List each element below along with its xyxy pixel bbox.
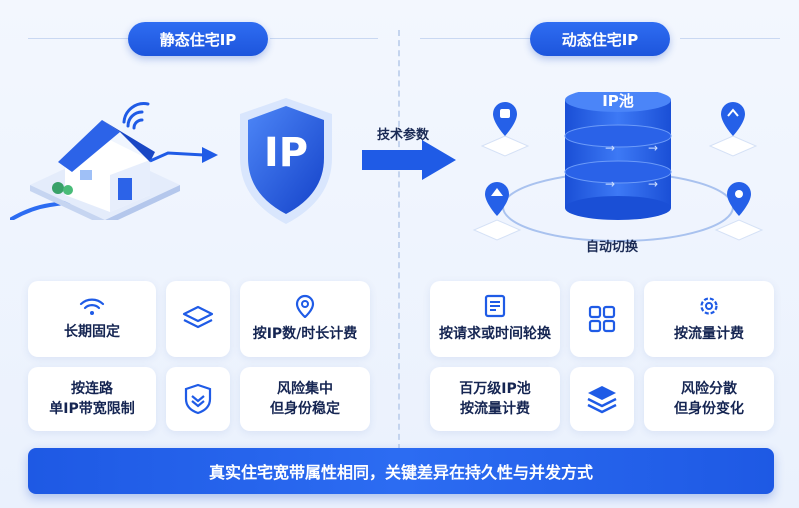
- svg-text:→: →: [648, 141, 658, 155]
- card-label: 长期固定: [64, 324, 120, 340]
- wifi-signal-icon: [120, 96, 160, 136]
- card-label: 按请求或时间轮换: [439, 326, 551, 342]
- card-icon-layers: [166, 281, 230, 357]
- card-billing-by-ip: 按IP数/时长计费: [240, 281, 370, 357]
- pin-tile-icon: [706, 98, 760, 160]
- tech-params-label: 技术参数: [377, 128, 430, 143]
- grid-icon: [588, 305, 616, 333]
- card-icon-shield: [166, 367, 230, 431]
- card-risk-concentrated: 风险集中 但身份稳定: [240, 367, 370, 431]
- pin-tile-icon: [470, 178, 524, 244]
- card-traffic-billing: 按流量计费: [644, 281, 774, 357]
- card-icon-grid: [570, 281, 634, 357]
- location-pin-icon: [295, 294, 315, 318]
- ip-pool-label: IP池: [602, 92, 634, 110]
- left-header-line: [28, 38, 138, 39]
- big-arrow-right-icon: [362, 138, 458, 182]
- card-million-ip-pool: 百万级IP池 按流量计费: [430, 367, 560, 431]
- card-label: 按流量计费: [674, 326, 744, 342]
- section-divider: [398, 30, 400, 450]
- svg-text:→: →: [605, 141, 615, 155]
- left-header-line: [270, 38, 378, 39]
- card-bandwidth-limit: 按连路 单IP带宽限制: [28, 367, 156, 431]
- shield-ip-text: IP: [263, 130, 309, 176]
- layers-icon: [586, 383, 618, 415]
- static-ip-title: 静态住宅IP: [128, 22, 268, 56]
- layers-icon: [182, 304, 214, 334]
- ip-pool-illustration: → → → →: [470, 92, 770, 252]
- card-long-term-fixed: 长期固定: [28, 281, 156, 357]
- auto-switch-label: 自动切换: [586, 240, 639, 255]
- document-icon: [484, 294, 506, 318]
- pin-tile-icon: [712, 178, 766, 244]
- house-illustration: [10, 90, 190, 220]
- card-risk-distributed: 风险分散 但身份变化: [644, 367, 774, 431]
- card-label: 按IP数/时长计费: [252, 326, 358, 342]
- svg-text:→: →: [648, 177, 658, 191]
- dynamic-ip-title: 动态住宅IP: [530, 22, 670, 56]
- wifi-icon: [79, 296, 105, 316]
- card-icon-layers: [570, 367, 634, 431]
- svg-text:→: →: [605, 177, 615, 191]
- ip-shield-icon: [236, 96, 336, 226]
- arrow-right-icon: [148, 143, 220, 173]
- summary-banner: 真实住宅宽带属性相同，关键差异在持久性与并发方式: [28, 448, 774, 494]
- gear-icon: [697, 294, 721, 318]
- pin-tile-icon: [478, 98, 532, 160]
- card-rotation: 按请求或时间轮换: [430, 281, 560, 357]
- right-header-line: [420, 38, 530, 39]
- shield-check-icon: [184, 383, 212, 415]
- right-header-line: [680, 38, 780, 39]
